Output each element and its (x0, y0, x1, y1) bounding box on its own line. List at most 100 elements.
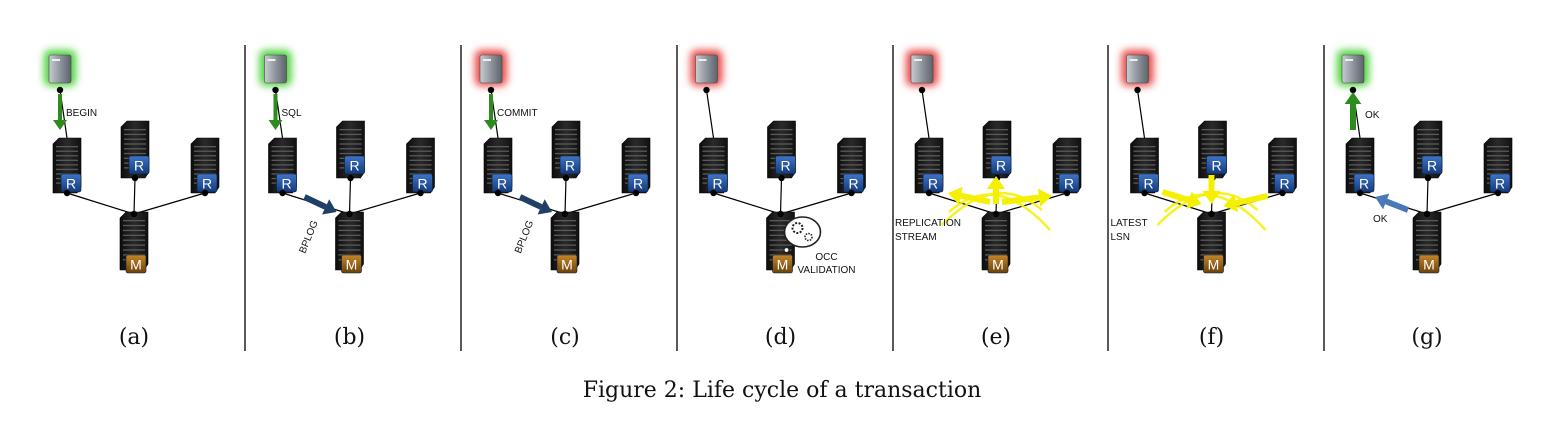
rack-slot (770, 152, 793, 155)
rack-slot (487, 164, 509, 166)
client-machine (44, 50, 76, 86)
arrow-shaft (1161, 189, 1190, 204)
rack-slot (770, 148, 793, 150)
figure-caption: Figure 2: Life cycle of a transaction (582, 378, 982, 403)
client-machine (259, 50, 292, 86)
replica-link (133, 177, 136, 215)
rack-slot (985, 244, 1007, 246)
client-machine (1337, 50, 1369, 86)
junction-dot (632, 189, 640, 197)
badge-box (707, 173, 728, 193)
client-drive (914, 59, 922, 61)
arrow-head (986, 176, 1006, 189)
junction-dot (201, 189, 209, 197)
junction-dot (1424, 174, 1432, 182)
rack-slot (985, 249, 1007, 251)
rack-slot (769, 234, 792, 236)
badge-letter: R (565, 158, 575, 174)
badge-box (1418, 254, 1440, 274)
master-badge: M (556, 254, 578, 274)
badge-letter: R (497, 176, 507, 192)
rack-slot (918, 155, 940, 157)
junction-dot (1279, 189, 1286, 197)
client-case (264, 54, 287, 84)
junction-dot (710, 189, 717, 197)
badge-letter: R (633, 176, 643, 192)
badge-letter: R (1495, 176, 1505, 192)
rack-slot (840, 155, 863, 157)
badge-letter: R (1427, 158, 1437, 174)
rack-slot (1133, 168, 1156, 171)
rack-slot (769, 224, 792, 227)
rack-slot (487, 150, 509, 152)
panel-label: (b) (334, 325, 365, 350)
badge-letter: M (1423, 257, 1435, 273)
badge-letter: R (66, 176, 76, 192)
arrow-shaft (518, 194, 543, 210)
badge-box (128, 155, 150, 175)
badge-letter: R (712, 176, 722, 192)
rack-slot (1200, 220, 1223, 222)
junction-dot (1134, 86, 1141, 94)
rack-slot (1487, 155, 1509, 157)
rack-slot (124, 138, 146, 140)
arrow-head (1375, 193, 1390, 210)
rack-slot (986, 148, 1008, 150)
junction-dot (346, 210, 353, 218)
arrow-head (948, 186, 963, 205)
client-link (921, 89, 930, 139)
rack-slot (1487, 146, 1509, 148)
lsn-arrow (1223, 193, 1269, 212)
master-badge: M (1203, 254, 1224, 274)
junction-dot (562, 174, 570, 182)
stream-label-line2: LSN (1111, 232, 1130, 243)
replica-badge: R (1353, 173, 1375, 193)
rack-slot (840, 146, 863, 148)
rack-slot (338, 220, 361, 222)
junction-dot (778, 174, 785, 182)
rack-slot (1056, 159, 1078, 161)
junction-dot (1494, 189, 1502, 197)
badge-letter: R (134, 158, 144, 174)
junction-dot (487, 86, 495, 94)
rack-slot (271, 159, 294, 161)
replica-badge: R (276, 173, 297, 193)
rack-slot (918, 168, 940, 171)
replica-badge: R (1138, 173, 1159, 193)
bplog-arrow (303, 194, 337, 215)
client-link (1136, 89, 1146, 139)
rack-slot (487, 168, 509, 171)
rack-slot (338, 249, 361, 251)
client-machine (475, 50, 507, 86)
arrow-head (322, 199, 337, 215)
badge-box (1206, 155, 1227, 175)
rack-slot (1417, 133, 1439, 136)
stream-arrow (1001, 188, 1052, 207)
badge-box (772, 254, 793, 274)
badge-box (341, 254, 362, 274)
client-machine (906, 50, 938, 86)
rack-slot (840, 150, 863, 152)
rack-slot (769, 239, 792, 241)
client-case (479, 54, 503, 84)
rack-slot (338, 244, 361, 246)
client-request-arrow (268, 94, 283, 130)
junction-dot (777, 210, 784, 218)
rack-slot (1201, 143, 1224, 145)
rack-slot (1271, 150, 1294, 152)
gear-icon (791, 222, 804, 234)
rack-slot (1201, 133, 1224, 136)
rack-slot (339, 152, 362, 155)
rack-slot (702, 164, 725, 166)
rack-slot (840, 168, 863, 171)
rack-slot (985, 229, 1007, 232)
rack-slot (625, 146, 647, 148)
replication-arrows (1156, 175, 1269, 231)
rack-slot (271, 150, 294, 152)
rack-slot (1133, 146, 1156, 148)
client-drive (52, 59, 60, 61)
rack-slot (1417, 152, 1439, 155)
